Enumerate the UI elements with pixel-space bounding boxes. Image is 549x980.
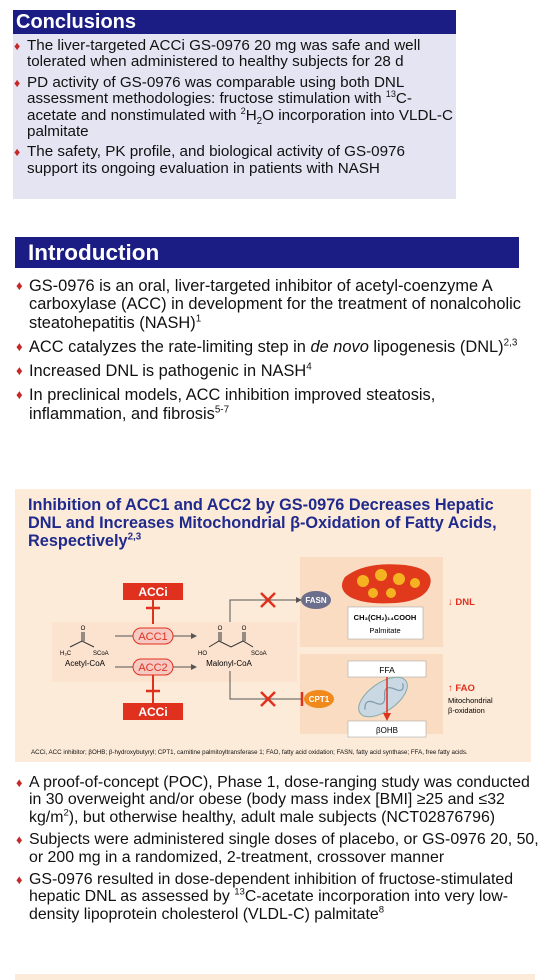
malonyl-coa-label: Malonyl-CoA [206,659,252,668]
introduction-heading: Introduction [15,237,519,268]
study-bullets: A proof-of-concept (POC), Phase 1, dose-… [15,774,539,928]
conclusion-item: PD activity of GS-0976 was comparable us… [13,74,456,141]
palmitate-label: Palmitate [369,626,400,635]
ho-label: HO [198,651,207,657]
study-item: A proof-of-concept (POC), Phase 1, dose-… [15,774,539,826]
study-item: GS-0976 resulted in dose-dependent inhib… [15,871,539,923]
mito-label-2: β-oxidation [448,706,485,715]
scoa-label-2: SCoA [251,651,267,657]
liver-icon [341,564,431,604]
acc1-label: ACC1 [138,631,167,643]
acetyl-coa-structure [69,632,95,648]
conclusion-item: The safety, PK profile, and biological a… [13,144,456,177]
bohb-label: βOHB [376,726,398,735]
scoa-label: SCoA [93,651,109,657]
introduction-item: ACC catalyzes the rate-limiting step in … [15,338,535,357]
study-item: Subjects were administered single doses … [15,831,539,866]
introduction-item: In preclinical models, ACC inhibition im… [15,386,535,423]
bohb-box [347,720,427,738]
fao-label: ↑ FAO [448,683,475,694]
figure-footnote: ACCi, ACC inhibitor; βOHB; β-hydroxybuty… [31,749,468,756]
mito-label-1: Mitochondrial [448,696,493,705]
fasn-label: FASN [305,596,327,605]
block-x-bottom [260,691,276,707]
fasn-enzyme [301,591,331,609]
reaction-panel [52,622,297,682]
block-x-top [260,592,276,608]
acci-top-label: ACCi [138,585,167,599]
palmitate-box [347,606,424,640]
conclusions-heading: Conclusions [13,10,456,34]
figure-title: Inhibition of ACC1 and ACC2 by GS-0976 D… [28,496,497,550]
lipid-droplets [357,569,420,598]
palmitate-formula: CH₃(CH₂)₁₄COOH [354,613,417,622]
mechanism-diagram: ACCi ACC1 ACC2 ACCi O H₃C SCoA Acetyl-Co… [52,557,493,738]
conclusion-item: The liver-targeted ACCi GS-0976 20 mg wa… [13,37,456,71]
dnl-label: ↓ DNL [448,597,475,608]
svg-text:O: O [218,626,223,632]
malonyl-coa-structure [208,632,254,648]
acci-bottom-box [123,703,183,720]
acci-bottom-label: ACCi [138,705,167,719]
acci-top-box [123,583,183,600]
acc2-label: ACC2 [138,662,167,674]
introduction-list: GS-0976 is an oral, liver-targeted inhib… [15,277,535,429]
cpt1-enzyme [304,690,334,708]
svg-text:O: O [242,626,247,632]
acc1-enzyme [132,627,174,645]
ffa-label: FFA [379,665,395,675]
conclusions-list: The liver-targeted ACCi GS-0976 20 mg wa… [13,37,456,181]
acetyl-coa-label: Acetyl-CoA [65,659,106,668]
next-panel-edge [15,974,535,980]
introduction-item: Increased DNL is pathogenic in NASH4 [15,362,535,381]
svg-text:O: O [81,626,86,632]
h3c-label: H₃C [60,651,72,657]
cpt1-label: CPT1 [309,695,330,704]
introduction-item: GS-0976 is an oral, liver-targeted inhib… [15,277,535,332]
mitochondrion-icon [358,676,408,718]
